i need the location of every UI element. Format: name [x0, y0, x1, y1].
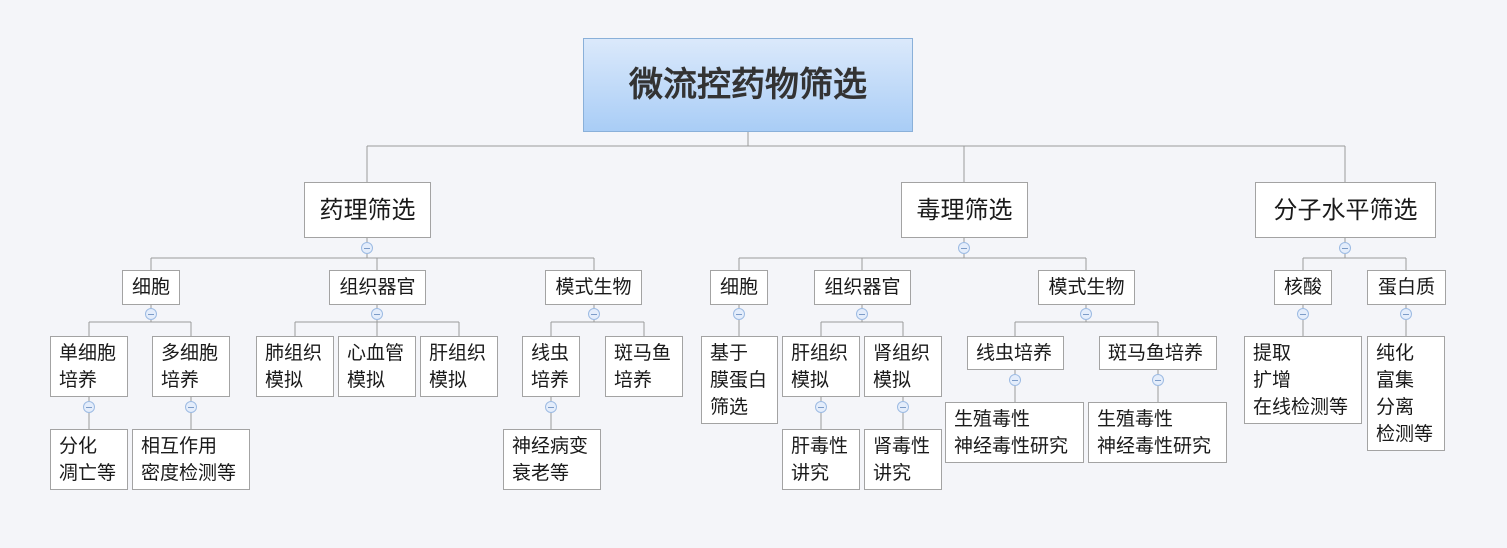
- nucleic-acid-methods-node[interactable]: 提取 扩增 在线检测等: [1244, 336, 1362, 424]
- nephrotoxicity-node[interactable]: 肾毒性 讲究: [864, 429, 942, 490]
- tox-liver-collapse-icon[interactable]: [815, 401, 827, 413]
- nematode-culture-node[interactable]: 线虫 培养: [522, 336, 580, 397]
- nematode-collapse-icon[interactable]: [545, 401, 557, 413]
- single-cell-collapse-icon[interactable]: [83, 401, 95, 413]
- tox-zebrafish-culture-node[interactable]: 斑马鱼培养: [1099, 336, 1217, 370]
- neuropathy-aging-node[interactable]: 神经病变 衰老等: [503, 429, 601, 490]
- molecular-screening-node[interactable]: 分子水平筛选: [1255, 182, 1436, 238]
- nucleic-acid-node[interactable]: 核酸: [1274, 270, 1332, 305]
- tox-cell-node[interactable]: 细胞: [710, 270, 768, 305]
- kidney-collapse-icon[interactable]: [897, 401, 909, 413]
- zebrafish-toxicity-node[interactable]: 生殖毒性 神经毒性研究: [1088, 402, 1227, 463]
- pharm-cell-node[interactable]: 细胞: [122, 270, 180, 305]
- hepatotoxicity-node[interactable]: 肝毒性 讲究: [782, 429, 860, 490]
- tox-model-collapse-icon[interactable]: [1080, 308, 1092, 320]
- kidney-tissue-node[interactable]: 肾组织 模拟: [864, 336, 942, 397]
- tox-liver-tissue-node[interactable]: 肝组织 模拟: [782, 336, 860, 397]
- nematode-toxicity-node[interactable]: 生殖毒性 神经毒性研究: [945, 402, 1084, 463]
- multi-cell-collapse-icon[interactable]: [185, 401, 197, 413]
- pharm-model-collapse-icon[interactable]: [588, 308, 600, 320]
- root-node[interactable]: 微流控药物筛选: [583, 38, 913, 132]
- tox-cell-collapse-icon[interactable]: [733, 308, 745, 320]
- protein-collapse-icon[interactable]: [1400, 308, 1412, 320]
- tox-nematode-collapse-icon[interactable]: [1009, 374, 1021, 386]
- protein-methods-node[interactable]: 纯化 富集 分离 检测等: [1367, 336, 1445, 451]
- cardiovascular-node[interactable]: 心血管 模拟: [338, 336, 416, 397]
- multi-cell-culture-node[interactable]: 多细胞 培养: [152, 336, 230, 397]
- liver-tissue-node[interactable]: 肝组织 模拟: [420, 336, 498, 397]
- lung-tissue-node[interactable]: 肺组织 模拟: [256, 336, 334, 397]
- membrane-protein-node[interactable]: 基于 膜蛋白 筛选: [701, 336, 778, 424]
- tox-model-organism-node[interactable]: 模式生物: [1038, 270, 1135, 305]
- tox-zebrafish-collapse-icon[interactable]: [1152, 374, 1164, 386]
- pharm-collapse-icon[interactable]: [361, 242, 373, 254]
- pharm-model-organism-node[interactable]: 模式生物: [545, 270, 642, 305]
- pharm-cell-collapse-icon[interactable]: [145, 308, 157, 320]
- tox-tissue-collapse-icon[interactable]: [856, 308, 868, 320]
- interaction-density-node[interactable]: 相互作用 密度检测等: [132, 429, 250, 490]
- pharm-screening-node[interactable]: 药理筛选: [304, 182, 431, 238]
- protein-node[interactable]: 蛋白质: [1367, 270, 1446, 305]
- single-cell-culture-node[interactable]: 单细胞 培养: [50, 336, 128, 397]
- mol-collapse-icon[interactable]: [1339, 242, 1351, 254]
- differentiation-apoptosis-node[interactable]: 分化 凋亡等: [50, 429, 128, 490]
- tox-tissue-node[interactable]: 组织器官: [814, 270, 911, 305]
- tox-collapse-icon[interactable]: [958, 242, 970, 254]
- tox-screening-node[interactable]: 毒理筛选: [901, 182, 1028, 238]
- pharm-tissue-node[interactable]: 组织器官: [329, 270, 426, 305]
- pharm-tissue-collapse-icon[interactable]: [371, 308, 383, 320]
- tox-nematode-culture-node[interactable]: 线虫培养: [967, 336, 1064, 370]
- nucleic-collapse-icon[interactable]: [1297, 308, 1309, 320]
- zebrafish-culture-node[interactable]: 斑马鱼 培养: [605, 336, 683, 397]
